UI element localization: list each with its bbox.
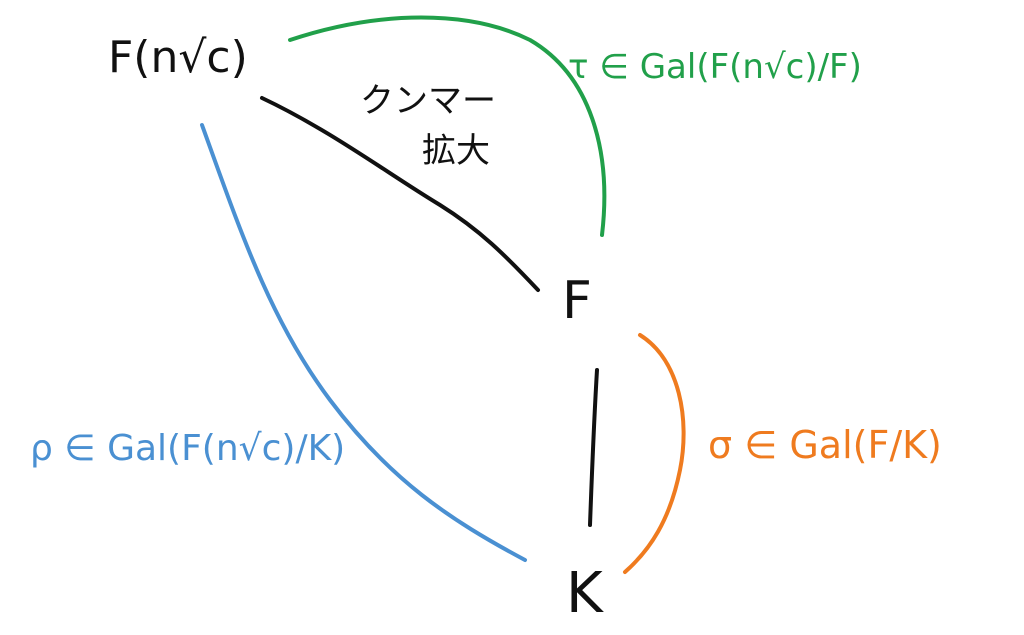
kummer-label-line1: クンマー bbox=[360, 81, 496, 121]
rho-curve bbox=[200, 123, 527, 562]
rho-label: ρ ∈ Gal(F(n√c)/K) bbox=[30, 428, 345, 469]
node-bottom: K bbox=[566, 561, 604, 626]
sigma-arc bbox=[623, 333, 686, 574]
kummer-label-line2: 拡大 bbox=[422, 131, 490, 171]
kummer-edge bbox=[260, 96, 540, 292]
f-k-edge bbox=[588, 368, 599, 527]
tau-arc bbox=[288, 15, 607, 237]
node-top: F(n√c) bbox=[108, 32, 248, 83]
tau-label: τ ∈ Gal(F(n√c)/F) bbox=[568, 47, 862, 87]
sigma-label: σ ∈ Gal(F/K) bbox=[708, 423, 942, 467]
node-middle: F bbox=[562, 271, 592, 331]
